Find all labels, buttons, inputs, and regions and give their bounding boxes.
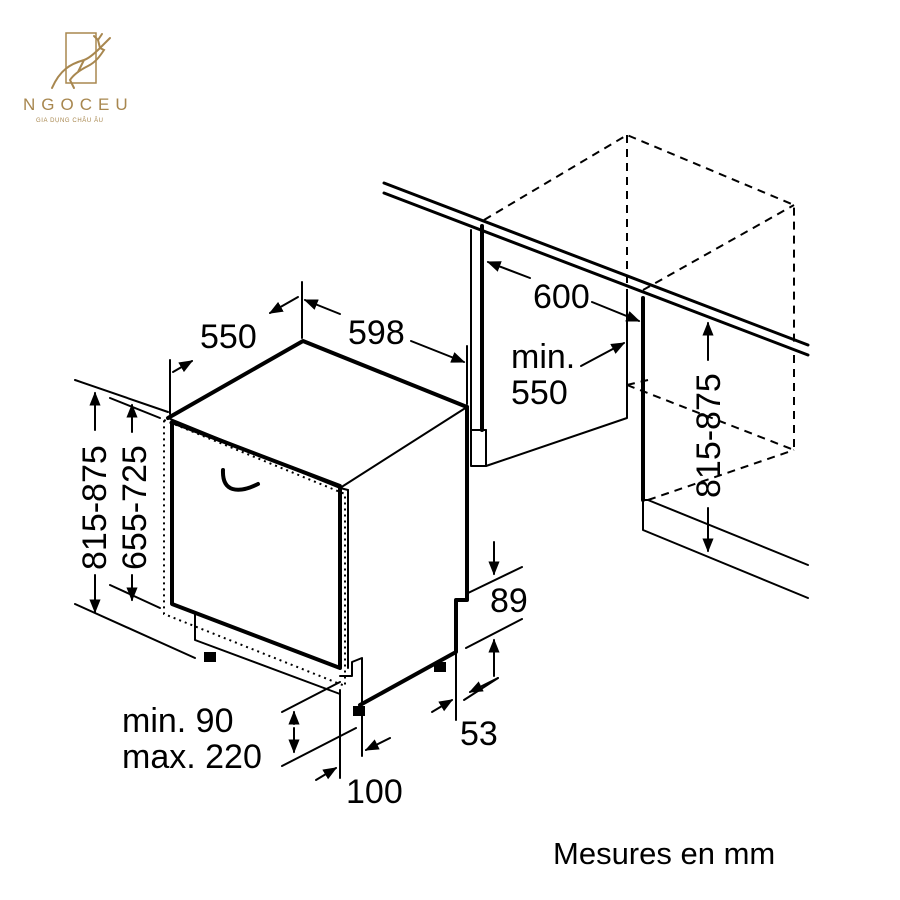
brand-tagline: GIA DỤNG CHÂU ÂU xyxy=(36,117,104,124)
niche-depth-label-line1: min. xyxy=(511,338,575,376)
niche-depth-label-line2: 550 xyxy=(511,374,568,412)
dimension-labels: 550 598 600 min. 550 815-875 815-875 655… xyxy=(76,278,728,811)
deer-logo-icon xyxy=(51,32,111,89)
dishwasher-drawing xyxy=(163,339,469,716)
brand-name: NGOCEU xyxy=(23,95,134,114)
plinth-range-label-line2: max. 220 xyxy=(122,738,262,776)
foot-icon xyxy=(434,662,446,672)
foot-height-label: 53 xyxy=(460,715,498,753)
niche-height-label: 815-875 xyxy=(690,373,728,498)
foot-icon xyxy=(204,652,216,662)
plinth-depth-label: 100 xyxy=(346,773,403,811)
depth-label: 550 xyxy=(200,318,257,356)
niche-width-label: 600 xyxy=(533,278,590,316)
plinth-height-label: 89 xyxy=(490,582,528,620)
plinth-range-label-line1: min. 90 xyxy=(122,702,234,740)
foot-icon xyxy=(353,706,365,716)
brand-logo: NGOCEU GIA DỤNG CHÂU ÂU xyxy=(23,32,134,124)
units-note: Mesures en mm xyxy=(553,836,775,871)
appliance-height-label: 815-875 xyxy=(76,445,114,570)
door-handle-icon xyxy=(220,468,260,492)
width-label: 598 xyxy=(348,314,405,352)
door-height-label: 655-725 xyxy=(116,445,154,570)
niche-drawing xyxy=(382,133,810,599)
dimension-lines xyxy=(74,261,714,781)
